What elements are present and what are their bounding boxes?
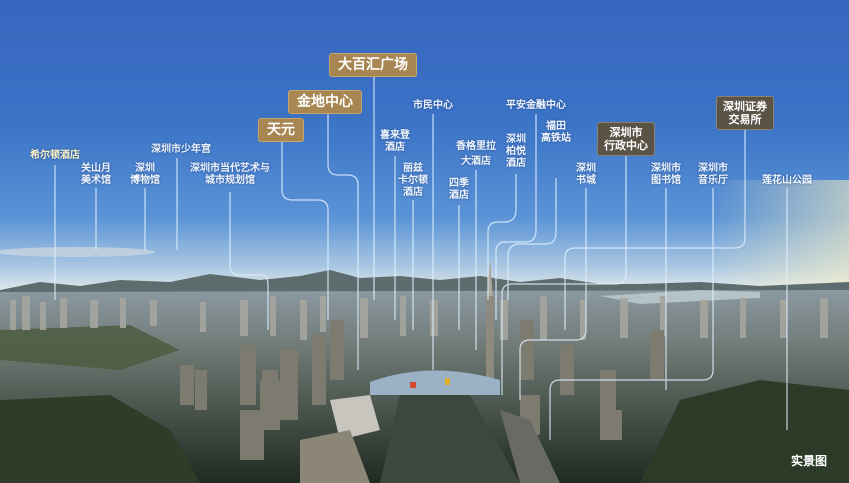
label-dabaihui-plaza: 大百汇广场 (329, 53, 417, 77)
label-ritz-carlton-hotel: 丽兹卡尔顿酒店 (398, 163, 428, 198)
label-tianyuan: 天元 (258, 118, 304, 142)
label-shenzhen-museum: 深圳博物馆 (130, 163, 160, 186)
leader-lines (54, 76, 788, 440)
label-jindi-center: 金地中心 (288, 90, 362, 114)
label-shenzhen-library: 深圳市图书馆 (651, 163, 681, 186)
label-hilton-hotel: 希尔顿酒店 (30, 150, 80, 161)
label-shenzhen-administrative-center: 深圳市 行政中心 (597, 122, 655, 156)
label-shenzhen-stock-exchange: 深圳证券 交易所 (716, 96, 774, 130)
label-lianhuashan-park: 莲花山公园 (762, 175, 812, 186)
label-guanshanyue-art-museum: 关山月美术馆 (81, 163, 111, 186)
real-scene-caption: 实景图 (790, 454, 827, 468)
label-civic-center: 市民中心 (413, 100, 453, 111)
label-shangri-la-hotel: 香格里拉大酒店 (456, 141, 496, 167)
label-shenzhen-book-city: 深圳书城 (576, 163, 596, 186)
label-four-seasons-hotel: 四季酒店 (449, 178, 469, 201)
label-ping-an-finance-center: 平安金融中心 (506, 100, 566, 111)
label-shenzhen-youth-palace: 深圳市少年宫 (151, 144, 211, 155)
label-shenzhen-concert-hall: 深圳市音乐厅 (698, 163, 728, 186)
label-futian-railway-station: 福田高铁站 (541, 121, 571, 144)
label-park-hyatt-hotel: 深圳柏悦酒店 (506, 134, 526, 169)
label-sheraton-hotel: 喜来登酒店 (380, 130, 410, 153)
label-moca-planning-museum: 深圳市当代艺术与城市规划馆 (190, 163, 270, 186)
